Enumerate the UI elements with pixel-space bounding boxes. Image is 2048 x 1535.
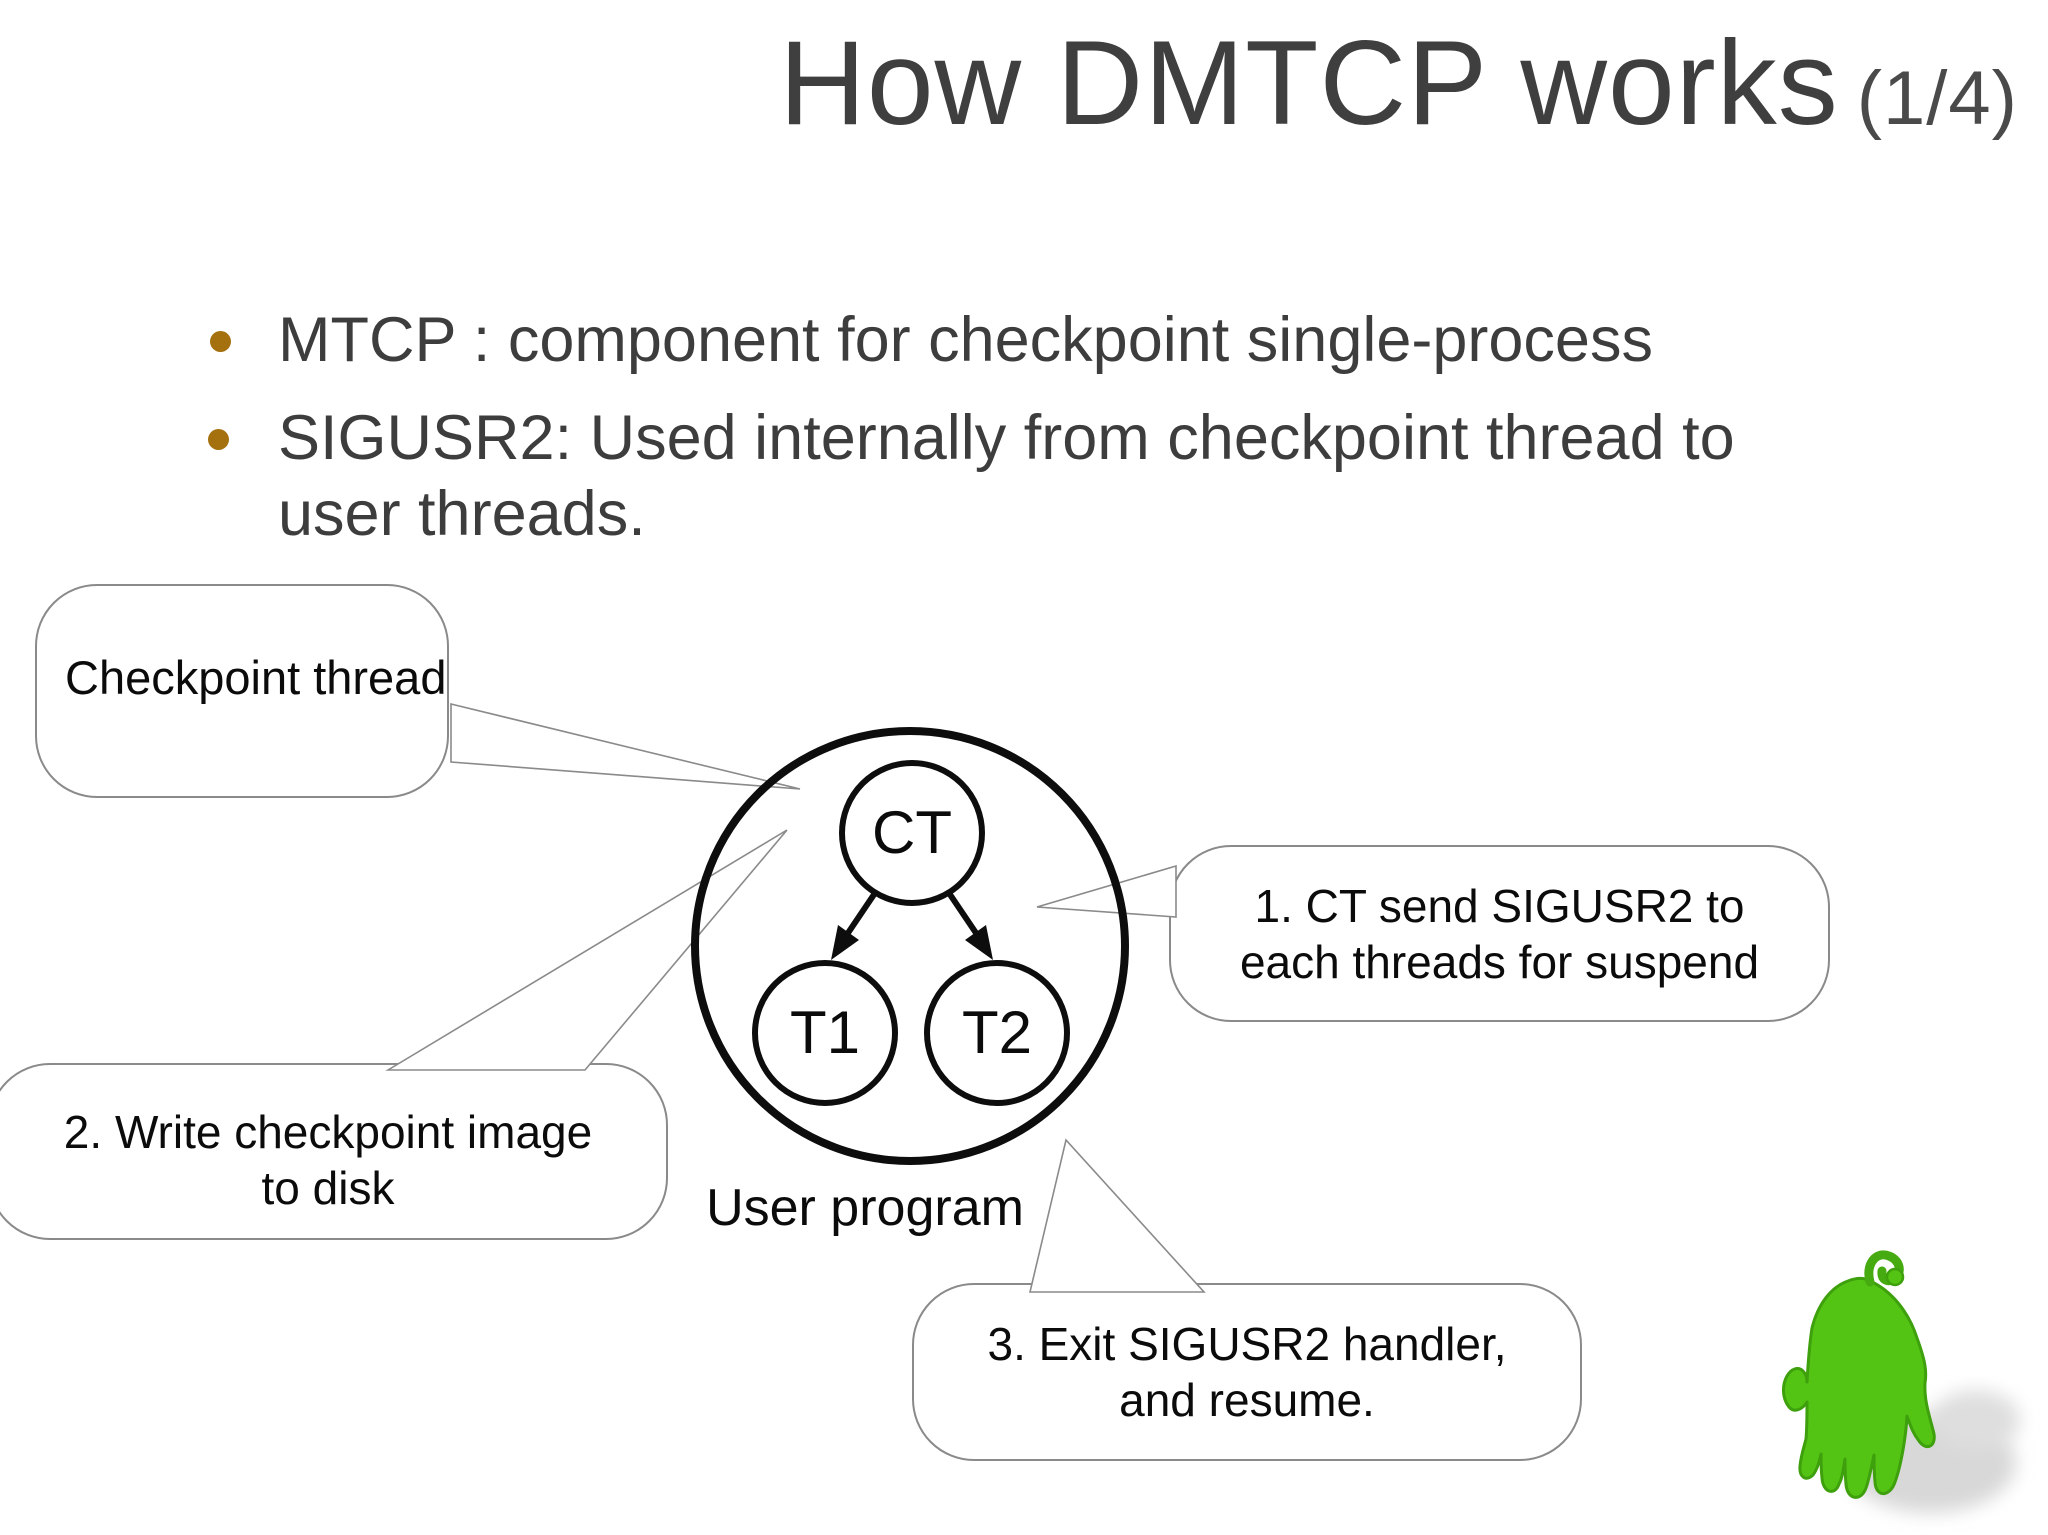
bullet-item-mtcp: MTCP : component for checkpoint single-p… <box>278 305 1653 375</box>
t1-node-label: T1 <box>789 999 861 1066</box>
slide-title-text: How DMTCP works <box>779 16 1839 150</box>
slide-title: How DMTCP works(1/4) <box>779 22 2018 144</box>
callout-checkpoint-thread: Checkpoint thread <box>35 584 449 798</box>
slide-page-indicator: (1/4) <box>1856 56 2018 141</box>
t2-node-circle <box>924 960 1070 1106</box>
t1-node-circle <box>752 960 898 1106</box>
mascot-hand-body <box>1782 1250 1936 1499</box>
mascot-curl <box>1864 1250 1904 1287</box>
t2-node-label: T2 <box>961 999 1033 1066</box>
ct-node-label: CT <box>872 799 952 866</box>
callout-step3-text: 3. Exit SIGUSR2 handler,and resume. <box>987 1318 1507 1426</box>
bullet-dot-icon <box>208 429 229 450</box>
bullet-item-sigusr2: SIGUSR2: Used internally from checkpoint… <box>278 403 1735 549</box>
callout-step3: 3. Exit SIGUSR2 handler,and resume. <box>912 1283 1582 1461</box>
bullet-dot-icon <box>210 331 231 352</box>
callout-checkpoint-thread-text: Checkpoint thread <box>65 651 447 704</box>
callout-step3-tail <box>1028 1138 1206 1293</box>
arrow-ct-to-t2 <box>946 891 993 960</box>
arrow-ct-to-t1 <box>831 891 878 960</box>
ct-node-circle <box>839 760 985 906</box>
user-program-circle <box>691 727 1129 1165</box>
mascot-hand <box>1782 1250 2020 1513</box>
callout-step2-tail <box>385 829 788 1071</box>
callout-step1-tail <box>1036 864 1177 918</box>
mascot-curl-ball <box>1885 1267 1905 1287</box>
user-program-caption: User program <box>706 1179 1024 1237</box>
callout-checkpoint-thread-tail <box>450 702 801 790</box>
